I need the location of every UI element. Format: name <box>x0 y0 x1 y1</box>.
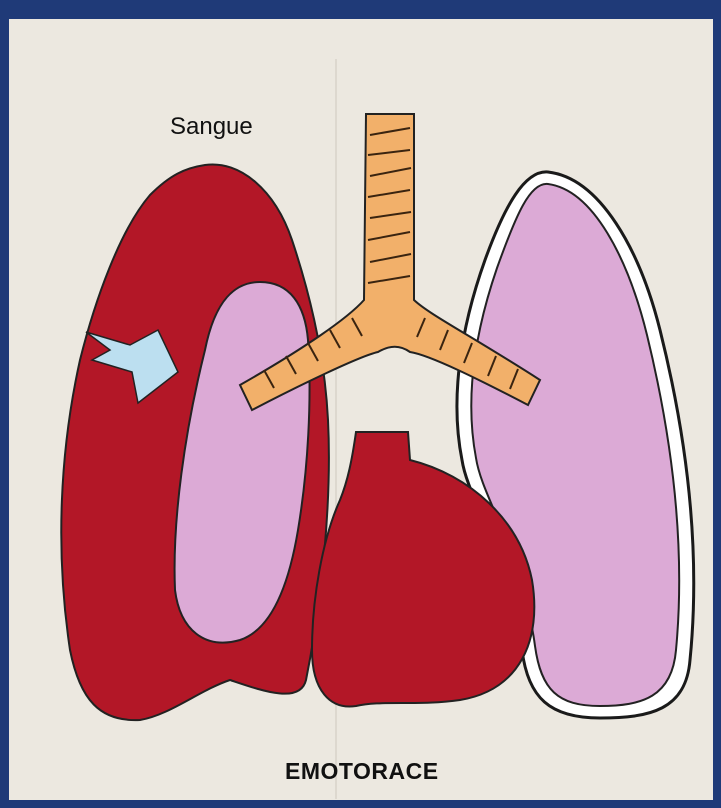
blood-label: Sangue <box>170 113 253 141</box>
diagram-title: EMOTORACE <box>285 758 439 785</box>
